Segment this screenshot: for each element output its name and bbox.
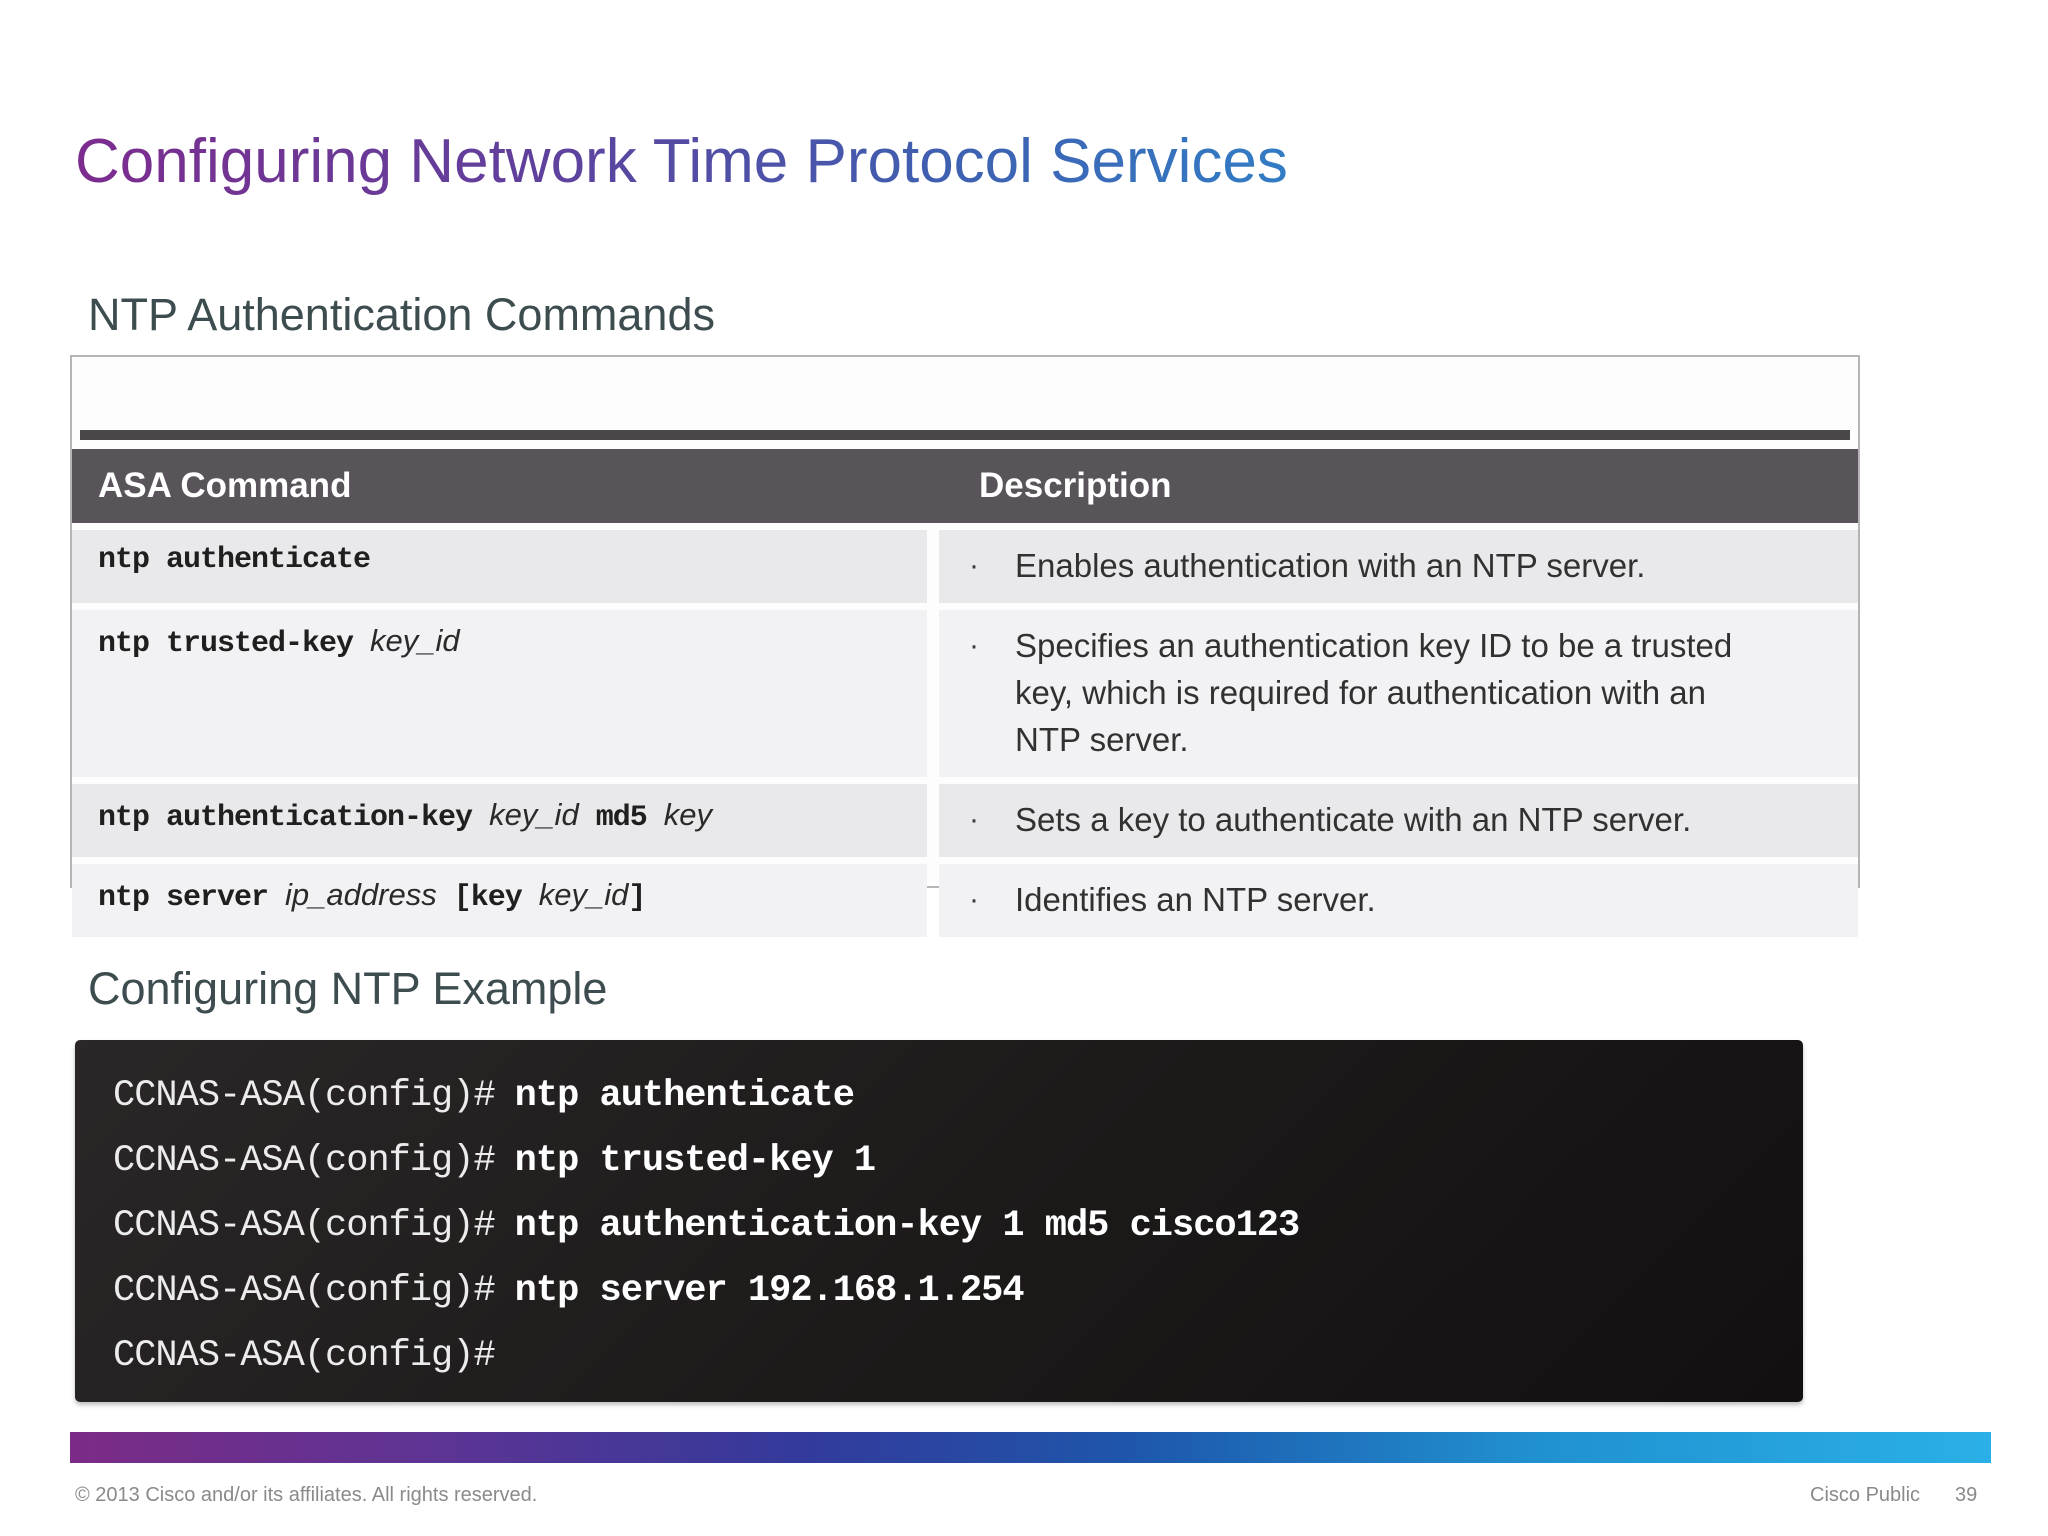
terminal-prompt: CCNAS-ASA(config)# (113, 1205, 496, 1247)
bullet-icon: · (969, 629, 979, 662)
column-gutter (927, 784, 939, 857)
description-cell: · Sets a key to authenticate with an NTP … (939, 784, 1858, 857)
terminal-command: ntp authenticate (514, 1075, 855, 1117)
column-header-label: ASA Command (98, 466, 352, 505)
command-cell: ntp server ip_address [key key_id] (72, 864, 927, 937)
command-cell: ntp trusted-key key_id (72, 610, 927, 777)
table-row: ntp authenticate · Enables authentication … (72, 530, 1858, 603)
command-parameter: key_id (489, 797, 579, 832)
page-title: Configuring Network Time Protocol Servic… (75, 126, 1875, 197)
footer-page-number: 39 (1955, 1484, 1978, 1506)
description-cell: · Identifies an NTP server. (939, 864, 1858, 937)
description-text: Identifies an NTP server. (1015, 881, 1376, 918)
column-gutter (927, 530, 939, 603)
command-parameter: key_id (370, 623, 460, 658)
command-keyword: ntp authenticate (98, 543, 371, 577)
terminal-line: CCNAS-ASA(config)# ntp authentication-key… (113, 1194, 1803, 1259)
command-keyword: [key (436, 881, 539, 915)
description-text: Specifies an authentication key ID to be… (1015, 627, 1733, 758)
footer-copyright: © 2013 Cisco and/or its affiliates. All … (75, 1484, 538, 1506)
table-header-cell-description: Description (939, 449, 1858, 523)
description-cell: · Specifies an authentication key ID to b… (939, 610, 1858, 777)
bullet-icon: · (969, 549, 979, 582)
bullet-icon: · (969, 883, 979, 916)
table-row: ntp authentication-key key_id md5 key · Se… (72, 784, 1858, 857)
command-cell: ntp authentication-key key_id md5 key (72, 784, 927, 857)
terminal-command: ntp server 192.168.1.254 (514, 1270, 1025, 1312)
command-parameter: ip_address (285, 877, 437, 912)
section-heading-configuring-ntp-example: Configuring NTP Example (88, 963, 608, 1015)
column-gutter (927, 449, 939, 523)
command-keyword: ] (628, 881, 646, 915)
command-keyword: md5 (578, 801, 664, 835)
description-cell: · Enables authentication with an NTP serv… (939, 530, 1858, 603)
terminal-line: CCNAS-ASA(config)# (113, 1324, 1803, 1389)
terminal-command: ntp trusted-key 1 (514, 1140, 876, 1182)
column-header-label: Description (979, 466, 1172, 505)
command-keyword: ntp server (98, 881, 286, 915)
command-cell: ntp authenticate (72, 530, 927, 603)
terminal-line: CCNAS-ASA(config)# ntp server 192.168.1.2… (113, 1259, 1803, 1324)
description-text: Enables authentication with an NTP serve… (1015, 547, 1646, 584)
section-heading-ntp-authentication-commands: NTP Authentication Commands (88, 289, 715, 341)
terminal-line: CCNAS-ASA(config)# ntp trusted-key 1 (113, 1129, 1803, 1194)
terminal-line: CCNAS-ASA(config)# ntp authenticate (113, 1064, 1803, 1129)
command-keyword: ntp trusted-key (98, 627, 371, 661)
table-row: ntp trusted-key key_id · Specifies an auth… (72, 610, 1858, 777)
table-row: ntp server ip_address [key key_id] · Ident… (72, 864, 1858, 937)
terminal-prompt: CCNAS-ASA(config)# (113, 1335, 496, 1377)
bullet-icon: · (969, 803, 979, 836)
asa-command-table: ASA Command Description ntp authenticate… (70, 355, 1860, 937)
terminal-prompt: CCNAS-ASA(config)# (113, 1075, 496, 1117)
table-top-rule (80, 430, 1850, 440)
command-parameter: key_id (538, 877, 629, 912)
table-grid: ASA Command Description ntp authenticate… (72, 449, 1858, 937)
description-text: Sets a key to authenticate with an NTP s… (1015, 801, 1692, 838)
terminal-prompt: CCNAS-ASA(config)# (113, 1140, 496, 1182)
column-gutter (927, 864, 939, 937)
column-gutter (927, 610, 939, 777)
table-header-cell-asa-command: ASA Command (72, 449, 927, 523)
terminal-prompt: CCNAS-ASA(config)# (113, 1270, 496, 1312)
table-header-row: ASA Command Description (72, 449, 1858, 523)
terminal-command: ntp authentication-key 1 md5 cisco123 (514, 1205, 1301, 1247)
bottom-gradient-bar (70, 1432, 1991, 1463)
command-keyword: ntp authentication-key (98, 801, 490, 835)
footer-classification: Cisco Public (1810, 1484, 1921, 1506)
command-parameter: key (663, 797, 712, 832)
